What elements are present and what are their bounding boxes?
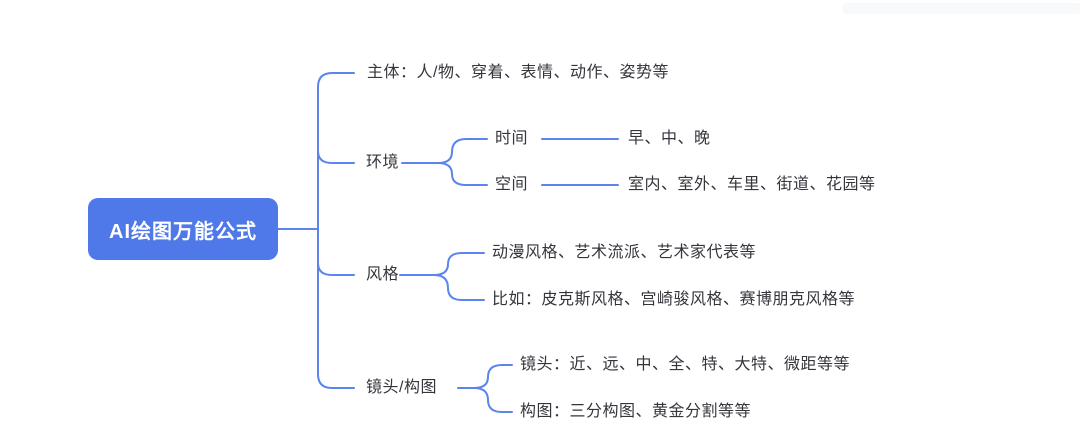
node-style[interactable]: 风格 (366, 266, 400, 283)
node-style-examples[interactable]: 比如：皮克斯风格、宫崎骏风格、赛博朋克风格等 (492, 291, 856, 308)
root-node[interactable]: AI绘图万能公式 (88, 198, 278, 260)
node-space-values[interactable]: 室内、室外、车里、街道、花园等 (628, 176, 876, 193)
connector-branch-style (317, 262, 355, 276)
connector-style-example (433, 274, 485, 301)
node-camera-composition[interactable]: 镜头/构图 (366, 379, 437, 396)
node-space[interactable]: 空间 (495, 176, 529, 193)
node-shot-types[interactable]: 镜头：近、远、中、全、特、大特、微距等等 (520, 356, 851, 373)
node-environment[interactable]: 环境 (366, 154, 400, 171)
node-style-types[interactable]: 动漫风格、艺术流派、艺术家代表等 (492, 244, 757, 261)
connector-camera-composition (473, 387, 513, 413)
connector-branch-environment (317, 150, 355, 164)
node-subject[interactable]: 主体：人/物、穿着、表情、动作、姿势等 (367, 64, 669, 81)
node-composition-types[interactable]: 构图：三分构图、黄金分割等等 (520, 403, 752, 420)
connector-environment-space (437, 162, 488, 186)
node-time-values[interactable]: 早、中、晚 (628, 130, 711, 147)
node-time[interactable]: 时间 (495, 130, 529, 147)
watermark (843, 3, 1080, 14)
connector-style-anime (433, 252, 485, 276)
connector-environment-time (437, 138, 488, 164)
connector-camera-shot (473, 364, 513, 389)
connector-spine (317, 72, 355, 389)
